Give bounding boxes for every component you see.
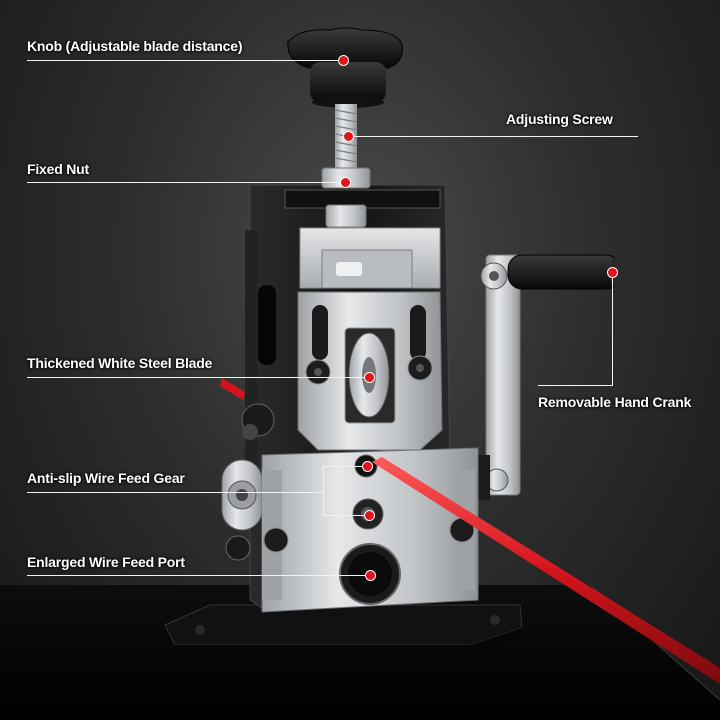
callout-label-blade: Thickened White Steel Blade (27, 355, 213, 371)
callout-dot-blade (364, 372, 375, 383)
callout-bracket-bottom-feed-gear (323, 515, 369, 516)
callout-dot-feed-port (365, 570, 376, 581)
callout-dot-knob (338, 55, 349, 66)
callout-label-fixed-nut: Fixed Nut (27, 161, 89, 177)
callout-label-feed-port: Enlarged Wire Feed Port (27, 554, 185, 570)
callout-line-feed-gear (27, 492, 323, 493)
callout-bracket-top-feed-gear (323, 466, 367, 467)
callout-dot-feed-gear-bottom (364, 510, 375, 521)
callout-line-feed-port (27, 575, 370, 576)
callout-label-knob: Knob (Adjustable blade distance) (27, 38, 243, 54)
callout-dot-feed-gear-top (362, 461, 373, 472)
callout-line-blade (27, 377, 369, 378)
callout-dot-adjusting-screw (343, 131, 354, 142)
callout-vline-hand-crank (612, 272, 613, 386)
callout-line-knob (27, 60, 343, 61)
callout-bracket-feed-gear (323, 466, 324, 516)
callout-label-feed-gear: Anti-slip Wire Feed Gear (27, 470, 185, 486)
callout-dot-hand-crank (607, 267, 618, 278)
callout-line-adjusting-screw (348, 136, 638, 137)
callout-dot-fixed-nut (340, 177, 351, 188)
callout-label-adjusting-screw: Adjusting Screw (506, 111, 613, 127)
callout-line-fixed-nut (27, 182, 345, 183)
callout-label-hand-crank: Removable Hand Crank (538, 394, 692, 410)
callout-line-hand-crank (538, 385, 612, 386)
